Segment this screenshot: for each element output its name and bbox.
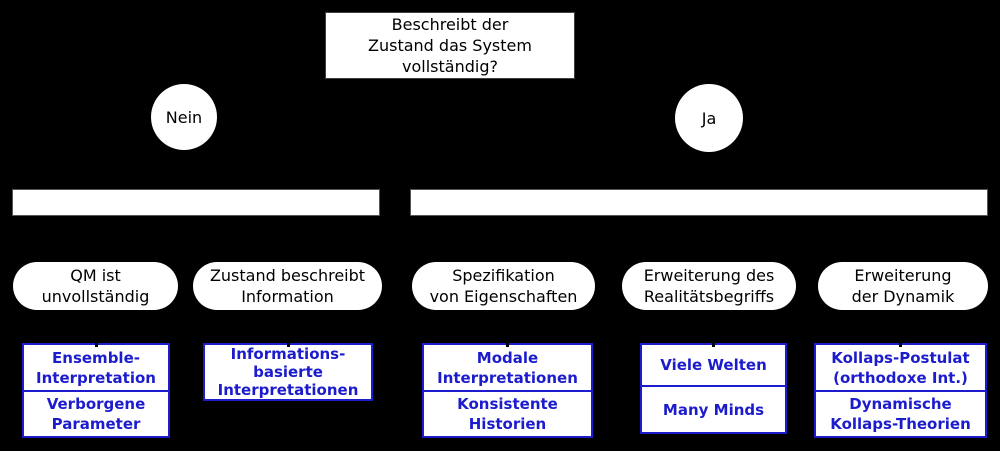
interpretation-cell: Verborgene Parameter [24, 392, 168, 436]
answer-yes-circle: Ja [675, 84, 743, 152]
category-line: unvollständig [41, 287, 150, 306]
interpretation-line: Modale [476, 348, 539, 367]
interpretation-line: Many Minds [662, 400, 765, 419]
connector-notch [95, 341, 98, 347]
category-line: Spezifikation [452, 266, 555, 285]
interpretation-cell: Konsistente Historien [424, 392, 591, 436]
answer-no-label: Nein [165, 107, 203, 127]
connector-notch [287, 341, 290, 347]
interpretation-line: Kollaps-Theorien [830, 415, 971, 433]
interpretation-cell: Modale Interpretationen [424, 345, 591, 392]
answer-no-circle: Nein [151, 84, 217, 150]
branch-bar-no [12, 189, 380, 216]
interpretation-line: Parameter [51, 415, 141, 433]
category-zustand-information: Zustand beschreibt Information [193, 262, 382, 310]
category-spezifikation-eigenschaften: Spezifikation von Eigenschaften [412, 262, 595, 310]
root-question-line-3: vollständig? [402, 57, 498, 76]
connector-notch [712, 341, 715, 347]
answer-yes-label: Ja [701, 108, 717, 128]
interpretation-line: Viele Welten [660, 356, 767, 374]
category-line: QM ist [70, 266, 121, 285]
interpretation-line: Interpretation [36, 368, 156, 387]
category-qm-unvollstaendig: QM ist unvollständig [13, 262, 178, 310]
interpretation-cell: Viele Welten [642, 345, 785, 387]
interpretation-line: Ensemble- [52, 348, 140, 367]
category-line: Realitätsbegriffs [643, 287, 775, 306]
interpretation-line: Dynamische [849, 395, 952, 413]
category-line: von Eigenschaften [429, 287, 578, 306]
connector-notch [899, 341, 902, 347]
interpretation-line: basierte [253, 363, 323, 381]
interpretation-line: Kollaps-Postulat [831, 348, 970, 367]
interpretation-box-vielewelten-manyminds: Viele Welten Many Minds [640, 343, 787, 434]
root-question-line-1: Beschreibt der [391, 15, 509, 34]
interpretation-box-ensemble-verborgene: Ensemble- Interpretation Verborgene Para… [22, 343, 170, 438]
interpretation-line: Konsistente [457, 395, 558, 413]
interpretation-cell: Kollaps-Postulat (orthodoxe Int.) [816, 345, 985, 392]
category-line: der Dynamik [851, 287, 955, 306]
branch-bar-yes [410, 189, 988, 216]
interpretation-line: Interpretationen [217, 381, 359, 399]
root-question-box: Beschreibt der Zustand das System vollst… [325, 12, 575, 79]
interpretation-box-modale-konsistente: Modale Interpretationen Konsistente Hist… [422, 343, 593, 438]
category-erweiterung-dynamik: Erweiterung der Dynamik [818, 262, 988, 310]
interpretation-line: Interpretationen [437, 368, 578, 387]
interpretation-box-kollaps: Kollaps-Postulat (orthodoxe Int.) Dynami… [814, 343, 987, 438]
category-line: Erweiterung [854, 266, 952, 285]
interpretation-cell: Dynamische Kollaps-Theorien [816, 392, 985, 436]
connector-notch [506, 341, 509, 347]
interpretation-line: Historien [468, 415, 547, 433]
interpretation-cell: Many Minds [642, 387, 785, 432]
category-erweiterung-realitaetsbegriff: Erweiterung des Realitätsbegriffs [622, 262, 796, 310]
interpretation-cell: Ensemble- Interpretation [24, 345, 168, 392]
interpretation-line: Informations- [230, 345, 346, 363]
category-line: Erweiterung des [643, 266, 775, 285]
interpretation-line: Verborgene [46, 395, 146, 413]
interpretation-box-informationsbasierte: Informations- basierte Interpretationen [203, 343, 373, 401]
root-question-line-2: Zustand das System [368, 36, 532, 55]
category-line: Zustand beschreibt [209, 266, 366, 285]
interpretation-cell: Informations- basierte Interpretationen [205, 345, 371, 399]
interpretation-line: (orthodoxe Int.) [833, 368, 968, 387]
category-line: Information [241, 287, 334, 306]
